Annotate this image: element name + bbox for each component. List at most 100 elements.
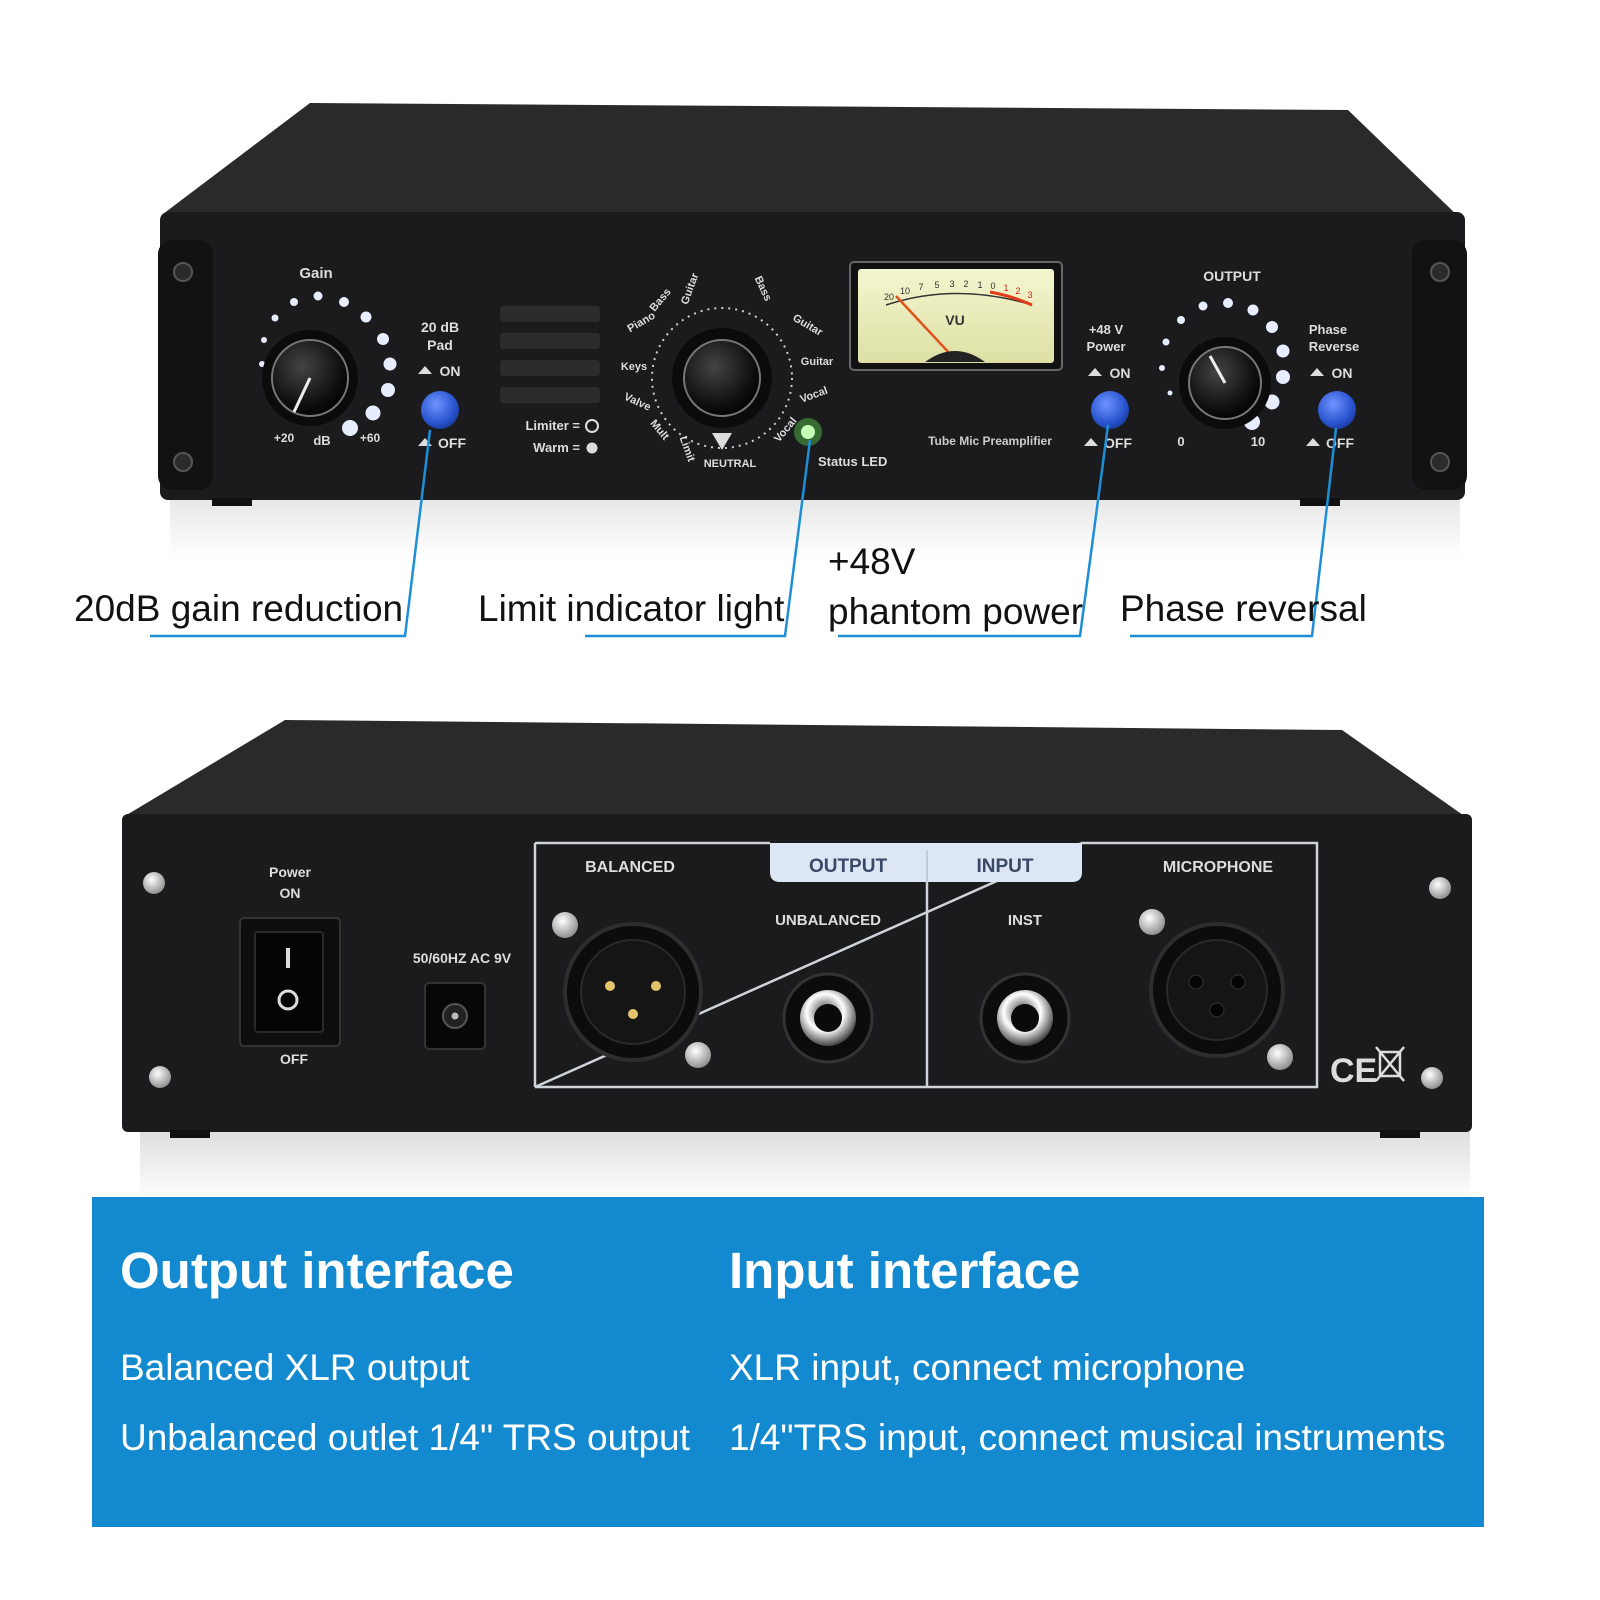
front-panel-view: Gain +20 dB +60 20 dB Pad ON OFF Limiter…: [150, 103, 1467, 638]
screw-icon: [552, 912, 578, 938]
screw-icon: [143, 872, 165, 894]
output-tab-label: OUTPUT: [809, 856, 888, 877]
callout-phantom-line1: +48V: [828, 541, 916, 582]
weee-bin-icon: [1375, 1046, 1405, 1082]
ac-input-label: 50/60HZ AC 9V: [413, 950, 512, 966]
vu-scale-label: 2: [1015, 286, 1020, 296]
phantom-off-label: OFF: [1104, 435, 1132, 451]
phantom-label-line1: +48 V: [1089, 322, 1124, 337]
mode-knob[interactable]: [683, 339, 761, 417]
vu-scale-label: 20: [884, 292, 894, 302]
up-arrow-icon: [1088, 368, 1102, 376]
io-panel-border: [534, 841, 1319, 1089]
vu-meter-face: [858, 269, 1054, 363]
foot: [212, 498, 252, 506]
info-banner: Output interface Balanced XLR output Unb…: [92, 1197, 1484, 1527]
vu-red-zone: [989, 290, 1033, 307]
inst-label: INST: [1008, 912, 1042, 929]
callout-phase: Phase reversal: [1120, 588, 1367, 629]
output-interface-title: Output interface: [120, 1242, 514, 1299]
gain-label: Gain: [299, 265, 332, 282]
xlr-pin: [628, 1009, 638, 1019]
power-label-line1: Power: [269, 864, 312, 880]
limiter-legend-ring-icon: [585, 419, 599, 433]
rack-ear-left: [158, 240, 213, 490]
mode-dial-ring: [651, 307, 793, 449]
gain-unit-label: dB: [313, 433, 330, 448]
vu-scale-label: 7: [918, 282, 923, 292]
output-interface-line: Unbalanced outlet 1/4" TRS output: [120, 1417, 690, 1458]
phase-reverse-switch[interactable]: [1318, 391, 1356, 429]
gain-knob-pointer: [292, 377, 312, 413]
dc-jack-pin: [451, 1012, 459, 1020]
callout-limit-light: Limit indicator light: [478, 588, 785, 629]
output-label: OUTPUT: [1203, 268, 1261, 284]
phantom-label-line2: Power: [1086, 339, 1125, 354]
pad-off-label: OFF: [438, 435, 466, 451]
output-knob-pointer: [1208, 355, 1227, 384]
vu-scale-label: 3: [1027, 290, 1032, 300]
balanced-label: BALANCED: [585, 859, 675, 876]
gain-scale-dots: [259, 291, 397, 436]
rear-face: [122, 814, 1472, 1132]
callout-phantom-line2: phantom power: [828, 591, 1084, 632]
callout-leaders: [150, 424, 1338, 638]
phantom-on-label: ON: [1110, 365, 1131, 381]
rack-ear-right: [1412, 240, 1467, 490]
phantom-power-switch[interactable]: [1091, 391, 1129, 429]
screw-icon: [1267, 1044, 1293, 1070]
foot: [1300, 498, 1340, 506]
device-name: Tube Mic Preamplifier: [928, 434, 1052, 448]
xlr-pin: [651, 981, 661, 991]
status-led-label: Status LED: [818, 454, 887, 469]
screw-icon: [173, 262, 193, 282]
vu-scale-label: 1: [977, 280, 982, 290]
power-off-label: OFF: [280, 1051, 308, 1067]
vu-scale-label: 10: [900, 286, 910, 296]
input-interface-title: Input interface: [729, 1242, 1081, 1299]
power-rocker-switch[interactable]: [254, 931, 324, 1033]
front-face: [160, 212, 1465, 500]
io-tab-strip: [770, 843, 1082, 882]
xlr-socket-hole: [1188, 974, 1204, 990]
pad-on-label: ON: [440, 363, 461, 379]
vu-needle: [895, 295, 953, 357]
callout-pad: 20dB gain reduction: [74, 588, 404, 629]
gain-min-label: +20: [274, 431, 295, 445]
output-min-label: 0: [1177, 434, 1184, 449]
screw-icon: [1421, 1067, 1443, 1089]
xlr-socket-hole: [1209, 1002, 1225, 1018]
input-tab-label: INPUT: [977, 856, 1034, 877]
foot: [1380, 1130, 1420, 1138]
vu-label: VU: [945, 312, 964, 328]
pad-label-line1: 20 dB: [421, 319, 459, 335]
input-interface-line: 1/4"TRS input, connect musical instrumen…: [729, 1417, 1446, 1458]
mode-label: Keys: [621, 361, 647, 373]
phase-label-line1: Phase: [1309, 322, 1347, 337]
up-arrow-icon: [1306, 438, 1320, 446]
vu-scale-label: 1: [1003, 283, 1008, 293]
vu-scale-label: 0: [990, 281, 995, 291]
pad-switch[interactable]: [421, 391, 459, 429]
vu-scale-arc: [885, 292, 1033, 306]
up-arrow-icon: [418, 366, 432, 374]
up-arrow-icon: [1084, 438, 1098, 446]
power-label-line2: ON: [280, 885, 301, 901]
output-interface-line: Balanced XLR output: [120, 1347, 470, 1388]
unbalanced-label: UNBALANCED: [775, 912, 881, 929]
power-off-symbol-icon: [277, 989, 299, 1011]
warm-label: Warm =: [533, 440, 580, 455]
phase-off-label: OFF: [1326, 435, 1354, 451]
triangle-down-icon: [712, 433, 732, 450]
up-arrow-icon: [1310, 368, 1324, 376]
screw-icon: [149, 1066, 171, 1088]
screw-icon: [1139, 909, 1165, 935]
vent-grille: [500, 306, 600, 403]
microphone-label: MICROPHONE: [1163, 859, 1274, 876]
vu-scale-label: 3: [949, 279, 954, 289]
phase-on-label: ON: [1332, 365, 1353, 381]
ce-mark: CE: [1330, 1052, 1377, 1090]
screw-icon: [1430, 452, 1450, 472]
screw-icon: [1429, 877, 1451, 899]
screw-icon: [685, 1042, 711, 1068]
